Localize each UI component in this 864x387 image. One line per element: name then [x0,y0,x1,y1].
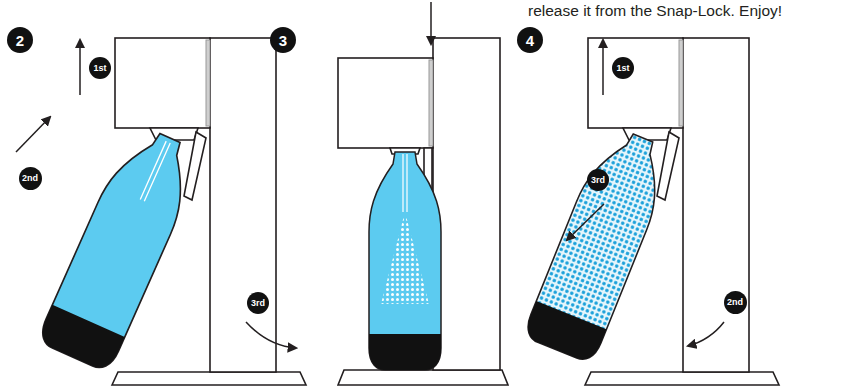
bottle [369,152,441,370]
move-arrow [688,322,724,346]
head-seam [206,40,210,126]
co2-spray [381,212,429,304]
soda-machine [338,38,508,385]
callout-number: 4 [517,27,543,53]
callout-number: 1st [89,57,111,79]
callout-number: 2 [7,27,33,53]
machine-base [112,372,306,385]
machine-head [115,38,210,128]
machine-column [210,38,276,372]
machine-head [588,38,683,128]
head-seam [679,40,683,126]
callout-number: 3rd [587,169,609,191]
callout-number: 3 [270,27,296,53]
machine-base [585,372,779,385]
head-seam [429,60,433,146]
move-arrow [567,204,604,240]
move-arrow [16,117,50,152]
move-arrow [246,322,296,348]
callout-number: 3rd [247,292,269,314]
callout-number: 2nd [19,167,42,190]
machine-base [338,370,508,385]
bottle [522,124,678,365]
machine-column [433,38,500,370]
snap-lock [657,132,679,200]
snap-lock [184,132,206,200]
bottle [36,122,206,373]
callout-number: 1st [612,57,634,79]
machine-column [683,38,749,372]
move-arrow [79,40,81,95]
move-arrow [602,40,604,95]
press-arrow [430,2,432,44]
machine-head [338,58,433,148]
instruction-text: release it from the Snap-Lock. Enjoy! [528,2,782,20]
callout-number: 2nd [724,291,747,314]
